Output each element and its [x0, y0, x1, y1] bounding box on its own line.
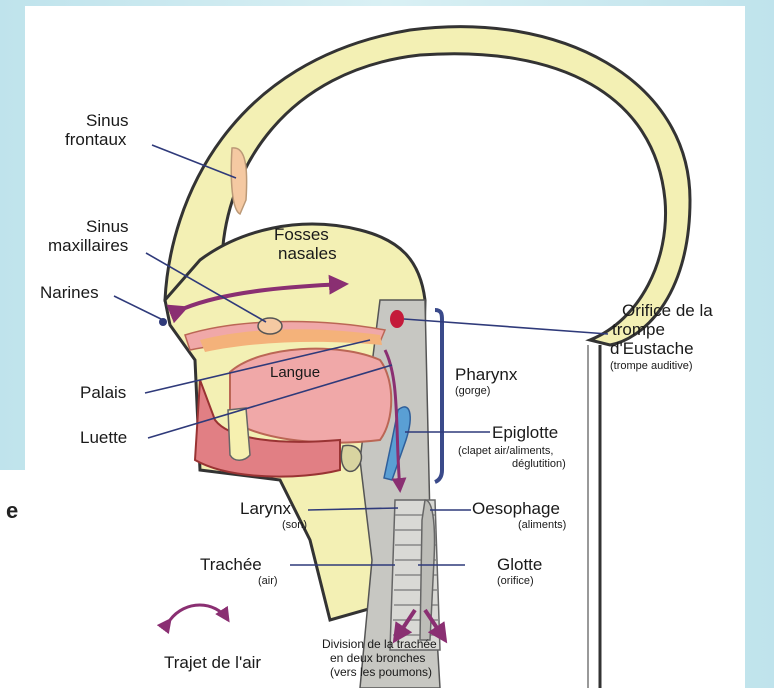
label-luette: Luette — [80, 428, 127, 447]
label-larynx: Larynx — [240, 499, 292, 518]
legend-arrow — [170, 605, 228, 620]
label-langue: Langue — [270, 364, 320, 381]
label-division-2: en deux bronches — [330, 651, 425, 665]
label-pharynx: Pharynx — [455, 365, 518, 384]
frontal-sinus — [231, 148, 246, 214]
label-sinus-frontaux-2: frontaux — [65, 130, 127, 149]
label-trachee-sub: (air) — [258, 575, 278, 587]
label-pharynx-sub: (gorge) — [455, 385, 490, 397]
label-orifice-2: trompe — [612, 320, 665, 339]
label-glotte-sub: (orifice) — [497, 575, 534, 587]
label-trajet: Trajet de l'air — [164, 653, 261, 672]
label-sinus-maxillaires-2: maxillaires — [48, 236, 128, 255]
label-trachee: Trachée — [200, 555, 262, 574]
label-orifice-sub: (trompe auditive) — [610, 360, 693, 372]
label-oesophage: Oesophage — [472, 499, 560, 518]
label-fosses-1: Fosses — [274, 225, 329, 244]
label-larynx-sub: (son) — [282, 519, 307, 531]
label-narines: Narines — [40, 283, 99, 302]
label-glotte: Glotte — [497, 555, 542, 574]
eustachian-orifice — [390, 310, 404, 328]
pharynx-bracket — [435, 310, 442, 482]
label-fosses-2: nasales — [278, 244, 337, 263]
label-orifice-1: Orifice de la — [622, 301, 713, 320]
label-epiglotte-sub2: déglutition) — [512, 458, 566, 470]
label-epiglotte-sub1: (clapet air/aliments, — [458, 445, 553, 457]
label-division-1: Division de la trachée — [322, 637, 437, 651]
label-palais: Palais — [80, 383, 126, 402]
label-epiglotte: Epiglotte — [492, 423, 558, 442]
label-oesophage-sub: (aliments) — [518, 519, 566, 531]
label-sinus-frontaux-1: Sinus — [86, 111, 129, 130]
label-sinus-maxillaires-1: Sinus — [86, 217, 129, 236]
maxillary-sinus — [258, 318, 282, 334]
tooth — [228, 408, 250, 460]
label-orifice-3: d'Eustache — [610, 339, 694, 358]
label-division-3: (vers les poumons) — [330, 665, 432, 679]
tongue — [230, 349, 391, 443]
